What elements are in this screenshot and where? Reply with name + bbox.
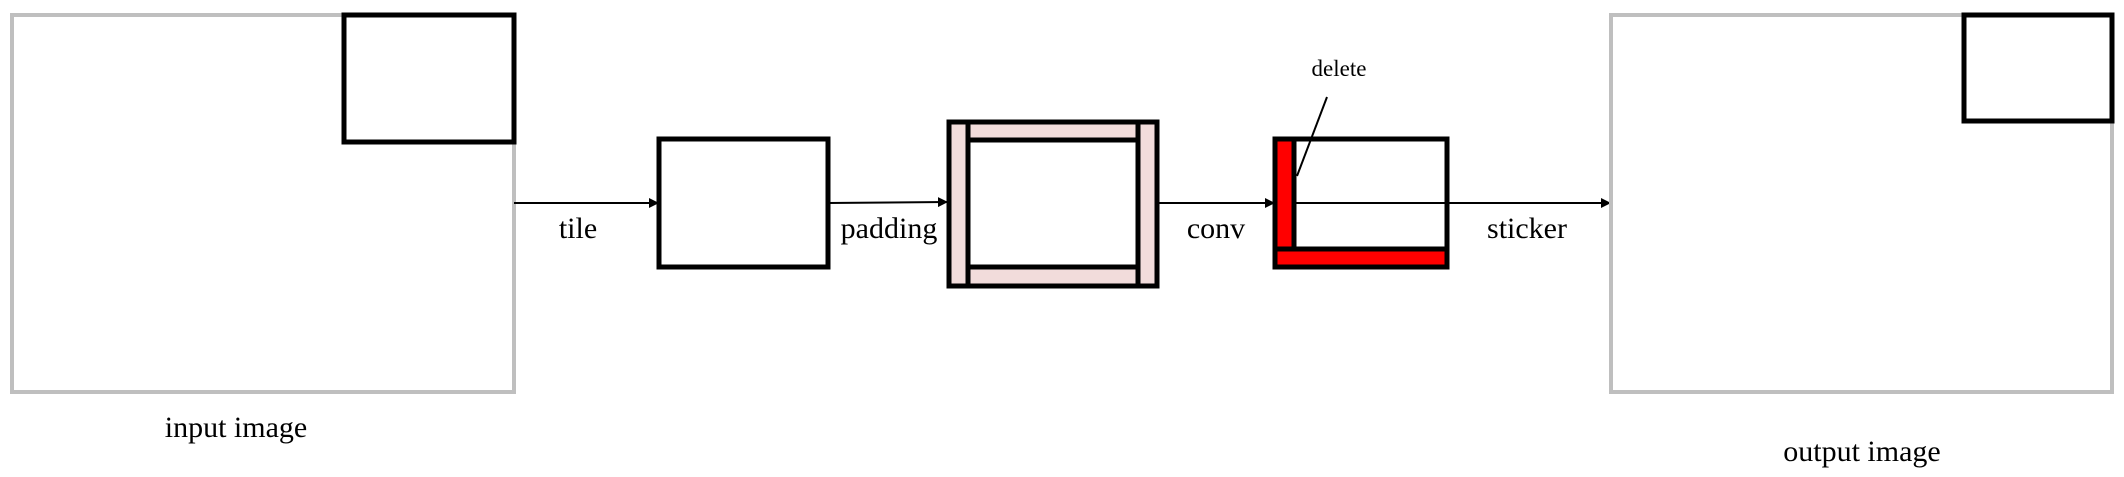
conv-output-group: delete — [1272, 56, 1450, 270]
delete-label: delete — [1312, 56, 1367, 81]
padded-tile-group — [946, 119, 1160, 289]
input-image-group: input image — [10, 12, 517, 444]
input-tile-box — [341, 12, 517, 145]
padding-arrow — [827, 197, 948, 208]
delete-pointer-line — [1296, 96, 1328, 177]
conv-label: conv — [1187, 212, 1245, 245]
padding-right-strip — [1135, 119, 1160, 289]
tile-label: tile — [559, 212, 597, 245]
delete-bottom-strip — [1272, 246, 1450, 270]
output-image-label: output image — [1783, 435, 1940, 468]
output-image-group: output image — [1609, 12, 2115, 468]
padding-top-strip — [965, 119, 1141, 143]
padding-bottom-strip — [965, 264, 1141, 289]
padded-tile-core — [965, 137, 1141, 270]
input-image-label: input image — [165, 411, 307, 444]
padding-label: padding — [841, 212, 938, 245]
output-tile-box — [1961, 12, 2115, 124]
tile-box — [656, 136, 831, 270]
padding-left-strip — [946, 119, 971, 289]
sticker-label: sticker — [1487, 212, 1567, 245]
